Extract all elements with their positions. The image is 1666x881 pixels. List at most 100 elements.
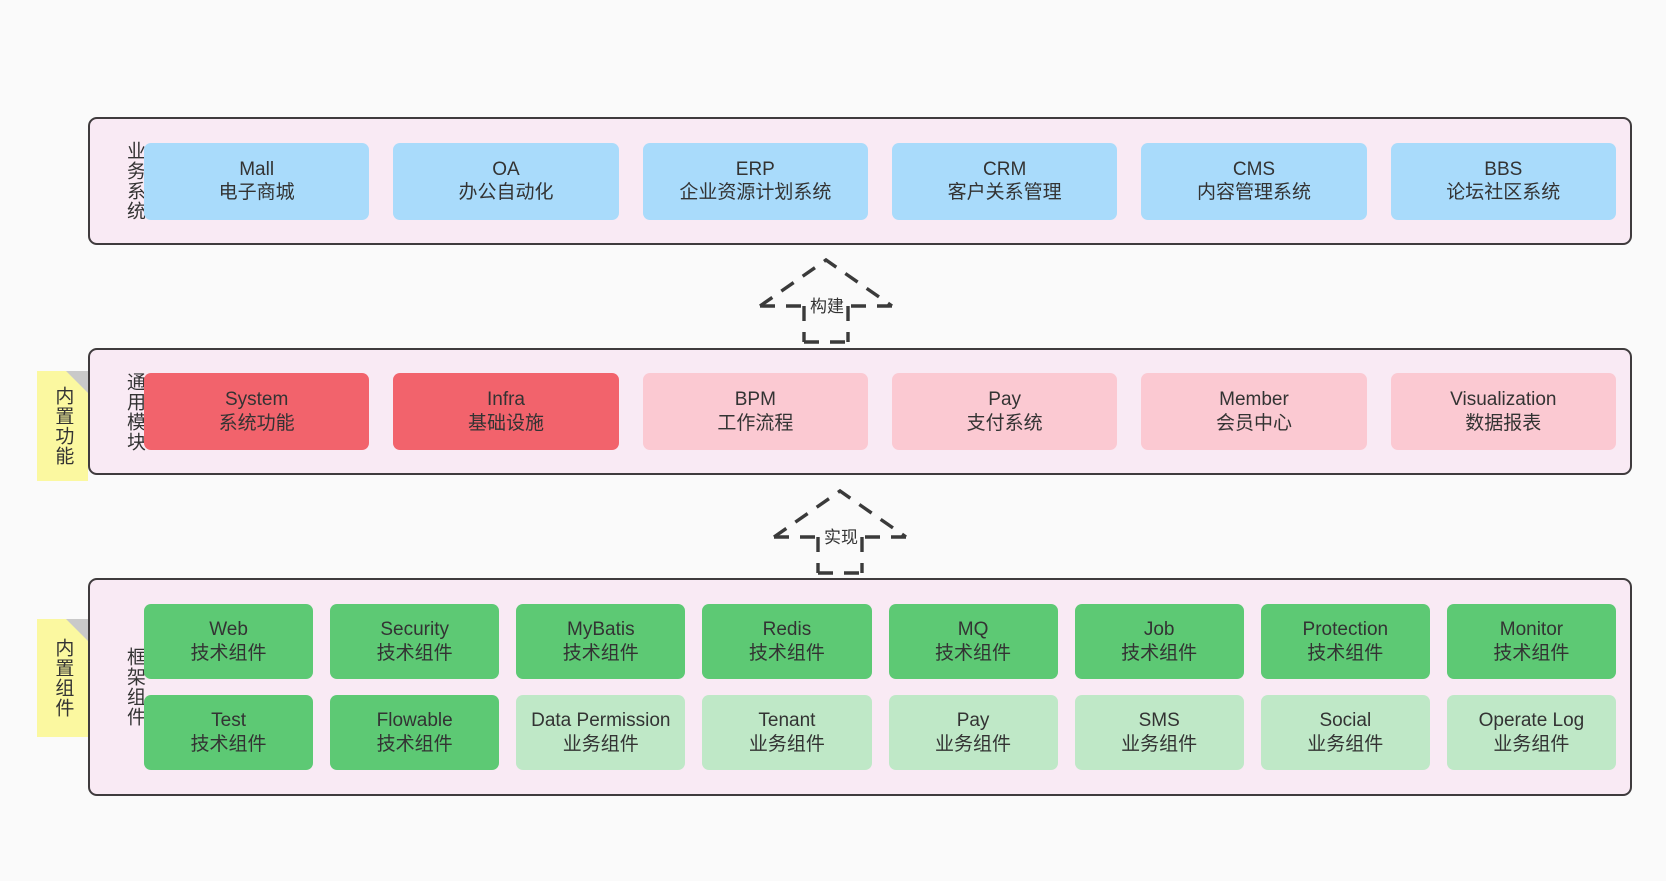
card-sms-subtitle: 业务组件 (1121, 733, 1198, 755)
layer-business-body: Mall 电子商城 OA 办公自动化 ERP 企业资源计划系统 CRM 客户关系… (144, 142, 1630, 220)
card-mybatis[interactable]: MyBatis 技术组件 (516, 604, 686, 679)
card-security-title: Security (380, 619, 449, 641)
card-data-permission-subtitle: 业务组件 (562, 733, 639, 755)
note-builtin-component: 内置组件 (37, 619, 88, 737)
layer-framework-body: Web 技术组件 Security 技术组件 MyBatis 技术组件 Redi… (144, 604, 1630, 770)
connector-implement-label: 实现 (824, 528, 858, 547)
card-data-permission[interactable]: Data Permission 业务组件 (516, 695, 686, 770)
card-cms[interactable]: CMS 内容管理系统 (1141, 142, 1367, 220)
card-mq[interactable]: MQ 技术组件 (888, 604, 1058, 679)
card-bpm-title: BPM (734, 389, 776, 411)
business-row: Mall 电子商城 OA 办公自动化 ERP 企业资源计划系统 CRM 客户关系… (144, 142, 1616, 220)
card-job[interactable]: Job 技术组件 (1074, 604, 1244, 679)
card-mall-subtitle: 电子商城 (218, 182, 295, 203)
card-flowable-subtitle: 技术组件 (376, 733, 453, 755)
card-bbs[interactable]: BBS 论坛社区系统 (1390, 142, 1616, 220)
card-protection[interactable]: Protection 技术组件 (1260, 604, 1430, 679)
connector-implement-arrow (770, 487, 918, 575)
card-bbs-title: BBS (1484, 158, 1523, 180)
card-social[interactable]: Social 业务组件 (1260, 695, 1430, 770)
note-builtin-function-text: 内置功能 (52, 386, 74, 466)
card-protection-title: Protection (1302, 619, 1389, 641)
card-redis-title: Redis (762, 619, 812, 641)
card-sms[interactable]: SMS 业务组件 (1074, 695, 1244, 770)
card-monitor[interactable]: Monitor 技术组件 (1446, 604, 1616, 679)
card-oa[interactable]: OA 办公自动化 (393, 142, 619, 220)
card-mq-title: MQ (957, 619, 989, 641)
framework-biz-row: Test 技术组件 Flowable 技术组件 Data Permission … (144, 695, 1616, 770)
card-erp[interactable]: ERP 企业资源计划系统 (642, 142, 868, 220)
card-web[interactable]: Web 技术组件 (144, 604, 314, 679)
card-security[interactable]: Security 技术组件 (330, 604, 500, 679)
card-crm[interactable]: CRM 客户关系管理 (891, 142, 1118, 220)
connector-build-arrow (756, 256, 904, 344)
connector-build-label: 构建 (810, 297, 844, 316)
card-pay-module[interactable]: Pay 支付系统 (891, 373, 1118, 450)
card-mall-title: Mall (239, 158, 275, 180)
layer-module-body: System 系统功能 Infra 基础设施 BPM 工作流程 Pay 支付系统… (144, 373, 1630, 450)
card-system[interactable]: System 系统功能 (144, 373, 370, 450)
card-web-title: Web (209, 619, 248, 641)
card-social-subtitle: 业务组件 (1307, 733, 1384, 755)
card-infra[interactable]: Infra 基础设施 (393, 373, 619, 450)
card-protection-subtitle: 技术组件 (1307, 642, 1384, 664)
card-pay-component[interactable]: Pay 业务组件 (888, 695, 1058, 770)
card-bbs-subtitle: 论坛社区系统 (1446, 182, 1561, 203)
card-cms-subtitle: 内容管理系统 (1196, 182, 1311, 203)
card-sms-title: SMS (1138, 710, 1180, 732)
card-visualization-subtitle: 数据报表 (1465, 412, 1542, 434)
card-member-title: Member (1219, 389, 1289, 411)
module-row: System 系统功能 Infra 基础设施 BPM 工作流程 Pay 支付系统… (144, 373, 1616, 450)
card-data-permission-title: Data Permission (531, 710, 671, 732)
card-monitor-subtitle: 技术组件 (1493, 642, 1570, 664)
card-mq-subtitle: 技术组件 (935, 642, 1012, 664)
layer-business-label: 业务系统 (124, 141, 145, 221)
card-test-title: Test (211, 710, 246, 732)
card-mall[interactable]: Mall 电子商城 (144, 142, 370, 220)
card-job-title: Job (1143, 619, 1175, 641)
card-oa-title: OA (492, 158, 520, 180)
card-visualization-title: Visualization (1450, 389, 1557, 411)
card-flowable[interactable]: Flowable 技术组件 (330, 695, 500, 770)
card-visualization[interactable]: Visualization 数据报表 (1390, 373, 1616, 450)
card-system-title: System (224, 389, 289, 411)
card-infra-subtitle: 基础设施 (467, 412, 544, 434)
card-test-subtitle: 技术组件 (190, 733, 267, 755)
card-infra-title: Infra (486, 389, 525, 411)
card-redis[interactable]: Redis 技术组件 (702, 604, 872, 679)
card-tenant[interactable]: Tenant 业务组件 (702, 695, 872, 770)
layer-business-systems: 业务系统 Mall 电子商城 OA 办公自动化 ERP 企业资源计划系统 CRM… (88, 117, 1632, 245)
card-pay-module-title: Pay (988, 389, 1022, 411)
card-cms-title: CMS (1232, 158, 1276, 180)
note-fold-corner-icon (66, 371, 88, 393)
layer-module-label: 通用模块 (124, 371, 145, 452)
framework-tech-row: Web 技术组件 Security 技术组件 MyBatis 技术组件 Redi… (144, 604, 1616, 679)
card-mybatis-title: MyBatis (567, 619, 635, 641)
card-member[interactable]: Member 会员中心 (1141, 373, 1367, 450)
card-tenant-subtitle: 业务组件 (748, 733, 825, 755)
card-security-subtitle: 技术组件 (376, 642, 453, 664)
layer-common-modules: 通用模块 System 系统功能 Infra 基础设施 BPM 工作流程 Pay… (88, 348, 1632, 475)
layer-framework-components: 框架组件 Web 技术组件 Security 技术组件 MyBatis 技术组件… (88, 578, 1632, 796)
card-redis-subtitle: 技术组件 (748, 642, 825, 664)
card-operate-log[interactable]: Operate Log 业务组件 (1446, 695, 1616, 770)
card-test[interactable]: Test 技术组件 (144, 695, 314, 770)
card-oa-subtitle: 办公自动化 (458, 182, 554, 203)
card-crm-title: CRM (983, 158, 1027, 180)
card-pay-component-subtitle: 业务组件 (935, 733, 1012, 755)
card-web-subtitle: 技术组件 (190, 642, 267, 664)
card-pay-module-subtitle: 支付系统 (966, 412, 1043, 434)
card-bpm[interactable]: BPM 工作流程 (642, 373, 868, 450)
card-flowable-title: Flowable (376, 710, 453, 732)
card-system-subtitle: 系统功能 (218, 412, 295, 434)
card-social-title: Social (1319, 710, 1372, 732)
card-mybatis-subtitle: 技术组件 (562, 642, 639, 664)
card-erp-subtitle: 企业资源计划系统 (679, 182, 832, 203)
card-tenant-title: Tenant (758, 710, 816, 732)
note-builtin-component-text: 内置组件 (52, 638, 74, 718)
card-monitor-title: Monitor (1499, 619, 1564, 641)
card-member-subtitle: 会员中心 (1215, 412, 1292, 434)
layer-framework-label: 框架组件 (124, 647, 145, 727)
card-operate-log-title: Operate Log (1478, 710, 1585, 732)
